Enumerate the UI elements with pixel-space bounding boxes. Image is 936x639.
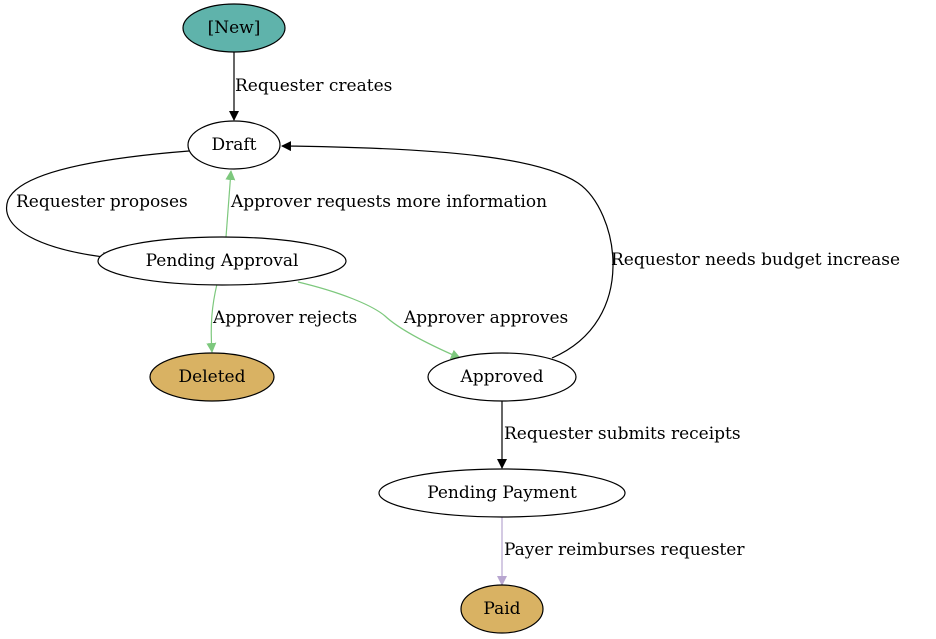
node-deleted: Deleted [149,352,275,402]
node-label-pending-payment: Pending Payment [427,483,577,503]
edge-label-approver-rejects: Approver rejects [212,308,357,328]
edge-draft-to-pending-approval: Requester proposes [6,150,190,262]
edge-label-requestor-budget-increase: Requestor needs budget increase [611,250,900,270]
edge-label-requester-proposes: Requester proposes [16,192,188,212]
edge-pending-payment-to-paid: Payer reimburses requester [497,517,745,586]
edge-label-requester-submits-receipts: Requester submits receipts [504,424,741,444]
node-label-approved: Approved [460,367,544,387]
edge-label-payer-reimburses: Payer reimburses requester [504,540,745,560]
edge-pending-approval-to-draft: Approver requests more information [225,170,547,238]
node-label-deleted: Deleted [179,367,246,387]
node-paid: Paid [460,584,544,634]
edge-label-approver-approves: Approver approves [403,308,568,328]
edge-pending-approval-to-approved: Approver approves [297,281,568,360]
node-label-new: [New] [208,18,261,38]
node-new: [New] [182,3,286,53]
edge-pending-approval-to-deleted: Approver rejects [206,283,357,353]
node-label-pending-approval: Pending Approval [146,251,299,271]
node-draft: Draft [187,120,281,170]
node-label-draft: Draft [211,135,256,155]
node-pending-payment: Pending Payment [378,468,626,518]
edge-label-approver-requests-info: Approver requests more information [230,192,547,212]
edge-approved-to-pending-payment: Requester submits receipts [497,401,741,469]
node-approved: Approved [427,352,577,402]
edge-new-to-draft: Requester creates [229,52,392,121]
edge-label-requester-creates: Requester creates [235,76,392,96]
edge-approved-to-draft: Requestor needs budget increase [281,141,900,359]
node-pending-approval: Pending Approval [97,236,347,286]
node-label-paid: Paid [483,599,520,619]
